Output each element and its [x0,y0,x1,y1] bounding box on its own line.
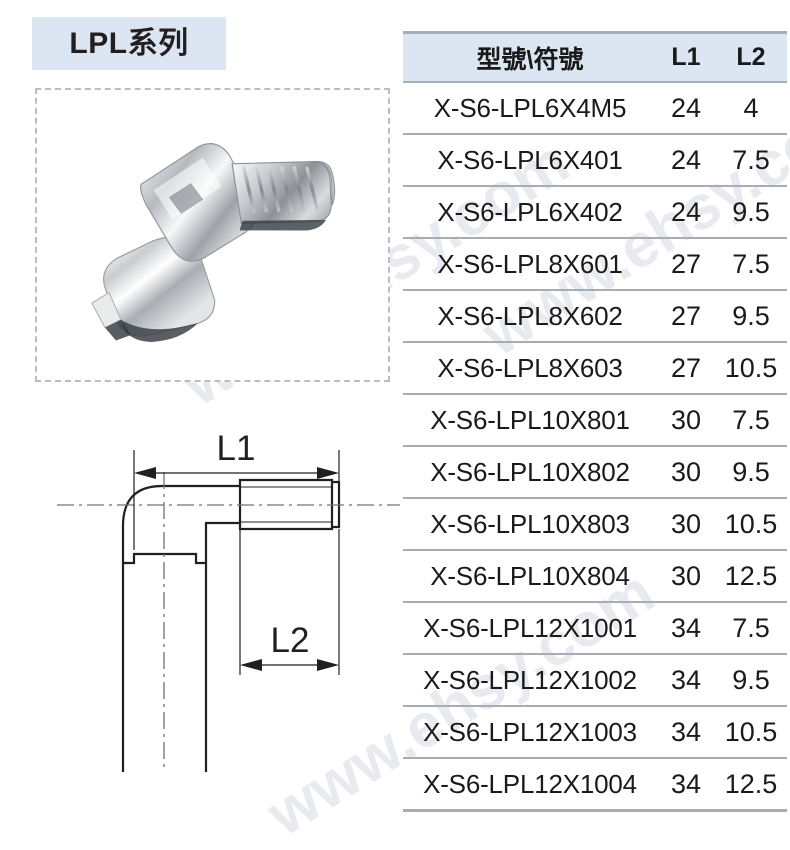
header-l2: L2 [715,31,787,83]
cell-l1: 24 [657,185,715,238]
cell-l1: 27 [657,341,715,394]
cell-model: X-S6-LPL10X803 [403,497,657,550]
cell-l1: 24 [657,81,715,134]
drawing-elbow-shoulder [121,484,240,563]
cell-l1: 34 [657,705,715,758]
header-l1: L1 [657,31,715,83]
cell-l2: 9.5 [715,653,787,706]
cell-l2: 9.5 [715,289,787,342]
dimension-drawing: L1 L2 [10,430,410,773]
cell-model: X-S6-LPL8X602 [403,289,657,342]
drawing-vertical-barrel [121,552,208,772]
thread-grooves [241,165,320,213]
cell-l2: 7.5 [715,133,787,186]
cell-l1: 30 [657,549,715,602]
cell-model: X-S6-LPL12X1001 [403,601,657,654]
cell-l1: 34 [657,653,715,706]
page-title: LPL系列 [69,27,189,60]
dimension-label-l1: L1 [217,430,256,468]
cell-l1: 30 [657,393,715,446]
cell-model: X-S6-LPL10X804 [403,549,657,602]
cell-l2: 9.5 [715,445,787,498]
table-header-row: 型號\符號 L1 L2 [403,31,787,83]
dimension-l2: L2 [239,529,340,675]
corner-facet [168,183,204,214]
cell-l1: 34 [657,757,715,812]
cell-l1: 30 [657,445,715,498]
cell-model: X-S6-LPL6X401 [403,133,657,186]
cell-l2: 9.5 [715,185,787,238]
stem-end-face [313,160,336,206]
cell-l2: 4 [715,81,787,134]
release-ring [120,319,198,342]
cell-model: X-S6-LPL10X802 [403,445,657,498]
product-photo [91,143,336,342]
cell-l2: 10.5 [715,341,787,394]
drawing-inner-step [204,521,240,563]
cell-l1: 30 [657,497,715,550]
centre-lines [57,472,400,770]
cell-l2: 7.5 [715,601,787,654]
cell-model: X-S6-LPL12X1004 [403,757,657,812]
cell-model: X-S6-LPL8X603 [403,341,657,394]
cell-model: X-S6-LPL6X402 [403,185,657,238]
cell-model: X-S6-LPL12X1002 [403,653,657,706]
cell-l1: 24 [657,133,715,186]
stem-shadow [239,219,327,231]
header-model: 型號\符號 [403,31,657,83]
cell-l2: 7.5 [715,237,787,290]
cell-l1: 27 [657,237,715,290]
cell-l1: 27 [657,289,715,342]
cell-model: X-S6-LPL10X801 [403,393,657,446]
table-header: 型號\符號 L1 L2 [403,31,787,83]
drawing-stem-outline [238,478,334,531]
cell-l2: 7.5 [715,393,787,446]
cell-model: X-S6-LPL12X1003 [403,705,657,758]
cell-l1: 34 [657,601,715,654]
cell-l2: 12.5 [715,549,787,602]
tube-stub-shadow [104,319,131,341]
cell-l2: 12.5 [715,757,787,812]
product-photo-frame [35,88,390,382]
cell-model: X-S6-LPL8X601 [403,237,657,290]
dimension-l1: L1 [133,430,340,550]
cell-l2: 10.5 [715,705,787,758]
cell-l2: 10.5 [715,497,787,550]
cell-model: X-S6-LPL6X4M5 [403,81,657,134]
series-title-badge: LPL系列 [32,17,226,70]
tube-stub [91,291,122,329]
dimension-label-l2: L2 [271,621,310,660]
